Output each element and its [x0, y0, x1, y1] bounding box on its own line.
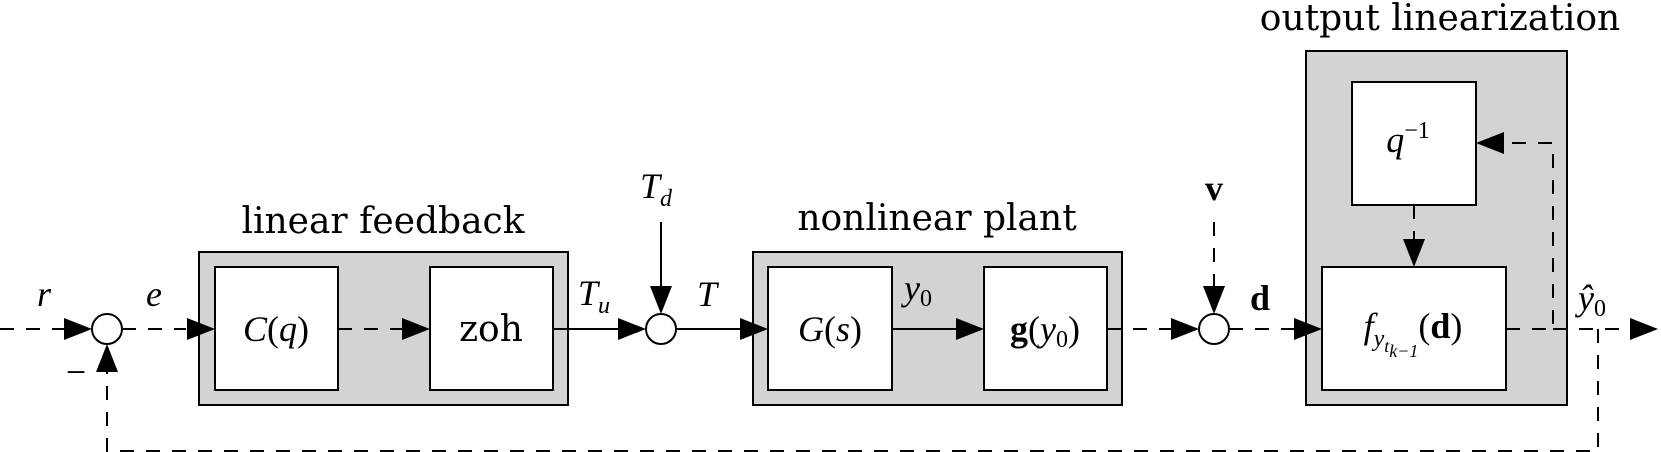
outer-feedback-line	[106, 329, 1599, 452]
zoh-block	[429, 266, 554, 391]
nonlinear-plant-title: nonlinear plant	[797, 198, 1077, 239]
total-torque-arrowhead	[740, 318, 768, 340]
negative-sign-label: −	[66, 352, 86, 392]
linearizer-label: fytk−1(d)	[1364, 306, 1463, 361]
delay-output-arrowhead	[1403, 239, 1425, 267]
noise-summing-junction	[1198, 313, 1230, 345]
reference-arrowhead	[64, 318, 92, 340]
noise-arrowhead	[1203, 286, 1225, 314]
measurement-label: d	[1250, 278, 1270, 318]
measurement-arrowhead	[1294, 318, 1322, 340]
control-torque-label: Tu	[578, 273, 610, 319]
error-arrowhead	[187, 318, 215, 340]
outer-feedback-arrowhead	[96, 344, 118, 372]
zoh-arrowhead	[402, 318, 430, 340]
internal-feedback-line	[1504, 142, 1554, 330]
output-map-label: g(y0)	[1010, 309, 1080, 353]
estimate-arrowhead	[1630, 318, 1658, 340]
plant-output-arrowhead	[956, 318, 984, 340]
linearizer-block	[1321, 266, 1507, 391]
total-torque-label: T	[697, 274, 720, 314]
noise-label: v	[1205, 168, 1223, 208]
plant-output-label: y0	[901, 268, 932, 312]
internal-feedback-arrowhead	[1476, 132, 1504, 154]
disturbance-arrowhead	[650, 286, 672, 314]
error-summing-junction	[91, 313, 123, 345]
output-map-block	[983, 266, 1108, 391]
reference-label: r	[37, 274, 52, 314]
error-label: e	[146, 274, 162, 314]
linear-feedback-title: linear feedback	[241, 201, 525, 242]
control-torque-arrowhead	[618, 318, 646, 340]
output-linearization-title: output linearization	[1260, 0, 1620, 39]
delay-label: q−1	[1386, 118, 1430, 160]
controller-label: C(q)	[243, 309, 309, 349]
disturbance-label: Td	[640, 166, 673, 212]
plant-block	[767, 266, 893, 391]
delay-block	[1351, 81, 1477, 206]
zoh-label: zoh	[459, 309, 523, 350]
plant-label: G(s)	[798, 309, 862, 349]
estimate-label: ŷ0	[1575, 278, 1606, 322]
torque-summing-junction	[645, 313, 677, 345]
measurement-in-arrowhead	[1171, 318, 1199, 340]
